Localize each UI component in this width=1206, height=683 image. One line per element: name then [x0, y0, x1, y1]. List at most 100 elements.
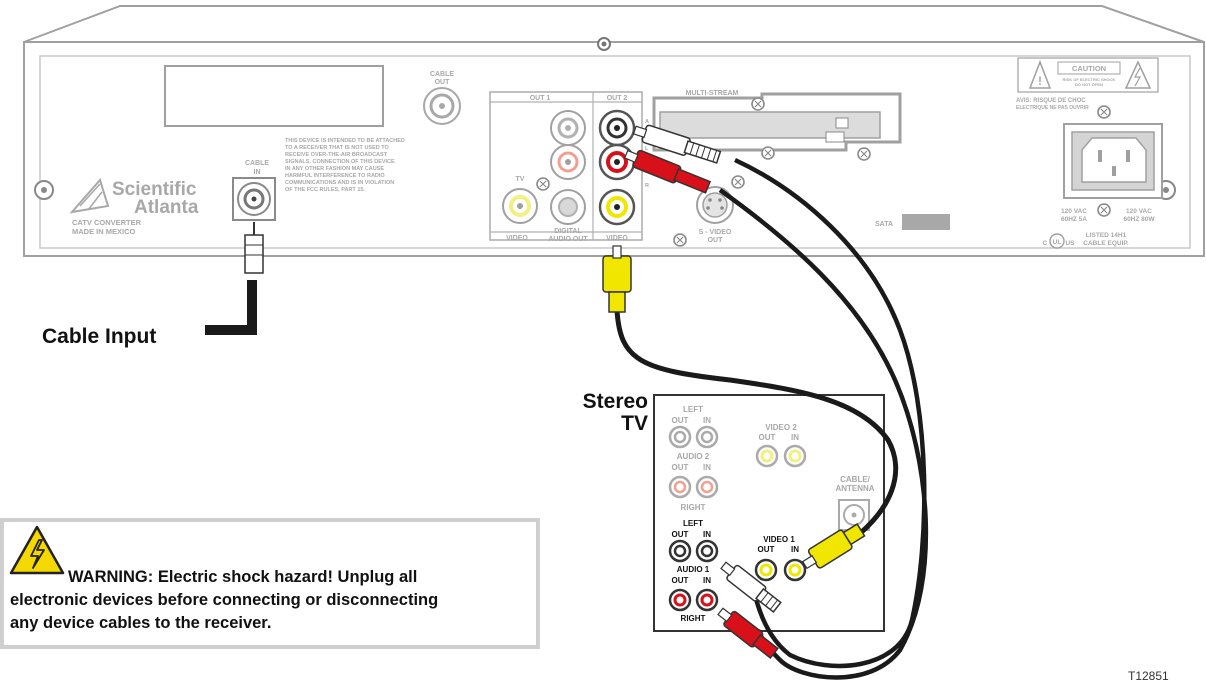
audio2-in-label: IN	[703, 416, 711, 425]
cable-out-label: CABLE	[430, 71, 454, 78]
power-inlet[interactable]	[1063, 123, 1163, 199]
scientific-atlanta-logo: Scientific Atlanta	[69, 177, 199, 218]
video1-label: VIDEO 1	[763, 535, 795, 544]
fcc-notice-line: COMMUNICATIONS AND IS IN VIOLATION	[285, 180, 394, 186]
out1-audio-left-jack[interactable]	[550, 110, 586, 146]
sata-label: SATA	[875, 221, 893, 228]
receiver-back-panel: Scientific Atlanta CATV CONVERTER MADE I…	[23, 5, 1205, 257]
warning-box: WARNING: Electric shock hazard! Unplug a…	[0, 518, 540, 649]
vac2-label-2: 60HZ 80W	[1123, 216, 1155, 223]
display-window	[164, 65, 384, 127]
audio1-label: AUDIO 1	[677, 565, 710, 574]
video2-out-jack[interactable]	[755, 444, 779, 468]
vac2-label: 120 VAC	[1126, 208, 1152, 215]
caution-label: ! CAUTION RISK OF ELECTRIC SHOCK DO NOT …	[1017, 57, 1159, 93]
video1-in-jack[interactable]	[783, 558, 807, 582]
vac1-label: 120 VAC	[1061, 208, 1087, 215]
multi-stream-port[interactable]	[652, 92, 902, 152]
out2-audio-right-jack[interactable]	[598, 143, 636, 181]
audio2-right-in-jack[interactable]	[695, 475, 719, 499]
cable-in-label: CABLE	[245, 160, 269, 167]
audio1-left-in-jack[interactable]	[695, 539, 719, 563]
svg-text:!: !	[1038, 74, 1042, 88]
out2-audio-left-jack[interactable]	[598, 109, 636, 147]
cable-out-connector[interactable]	[423, 87, 461, 125]
ul-us-mark: US	[1065, 240, 1075, 247]
caution-sub2: DO NOT OPEN	[1075, 82, 1103, 87]
mount-screw-top	[597, 37, 611, 51]
audio2-left-label: LEFT	[683, 405, 703, 414]
fcc-notice-line: HARMFUL INTERFERENCE TO RADIO	[285, 173, 385, 179]
multi-stream-screw-3	[761, 146, 775, 160]
audio1-right-in-jack[interactable]	[695, 588, 719, 612]
electric-shock-warning-icon	[9, 525, 65, 575]
multi-stream-screw-2	[857, 147, 871, 161]
audio2-right-out-label: OUT	[672, 463, 689, 472]
video1-in-label: IN	[791, 545, 799, 554]
video2-in-label: IN	[791, 433, 799, 442]
video-out2-label: VIDEO	[606, 235, 628, 242]
audio2-left-in-jack[interactable]	[695, 425, 719, 449]
power-screw-bottom	[1097, 203, 1111, 217]
audio2-right-out-jack[interactable]	[668, 475, 692, 499]
warning-line3: any device cables to the receiver.	[10, 614, 272, 632]
cable-input-callout: Cable Input	[42, 325, 156, 348]
cable-in-label-2: IN	[254, 169, 261, 176]
out2-r-label: R	[645, 183, 649, 189]
out2-label: OUT 2	[607, 95, 628, 102]
audio2-left-out-jack[interactable]	[668, 425, 692, 449]
warning-text: WARNING: Electric shock hazard! Unplug a…	[10, 566, 540, 635]
svideo-screw	[673, 233, 687, 247]
audio1-right-out-jack[interactable]	[668, 588, 692, 612]
video2-in-jack[interactable]	[783, 444, 807, 468]
video-cable	[602, 245, 899, 570]
mount-screw-left	[34, 180, 54, 200]
cable-in-connector[interactable]	[232, 177, 276, 221]
audio1-left-out-jack[interactable]	[668, 539, 692, 563]
out1-audio-right-jack[interactable]	[550, 144, 586, 180]
stereo-tv-callout-2: TV	[621, 412, 648, 435]
catv-converter-label: CATV CONVERTER	[72, 218, 142, 227]
multi-stream-screw-1	[751, 97, 765, 111]
fcc-notice-line: RECEIVE OVER-THE-AIR BROADCAST	[285, 152, 388, 158]
video-out1-label: VIDEO	[506, 235, 528, 242]
fcc-notice: THIS DEVICE IS INTENDED TO BE ATTACHED T…	[285, 138, 405, 193]
brand-name-line1: Scientific	[112, 179, 197, 200]
warning-line2: electronic devices before connecting or …	[10, 591, 439, 609]
svideo-label: S - VIDEO	[699, 229, 732, 236]
listed-label: LISTED 14H1	[1086, 232, 1127, 239]
multi-stream-label: MULTI-STREAM	[686, 90, 739, 97]
made-in-mexico-label: MADE IN MEXICO	[72, 227, 136, 236]
audio-cable-white	[632, 124, 927, 669]
audio-cable-red	[623, 149, 929, 680]
video2-out-label: OUT	[759, 433, 776, 442]
ul-c-mark: C	[1043, 240, 1048, 247]
out2-video-jack[interactable]	[598, 188, 636, 226]
cable-antenna-label-2: ANTENNA	[835, 484, 874, 493]
digital-audio-out-jack[interactable]	[550, 189, 586, 225]
caution-sub1: RISK OF ELECTRIC SHOCK	[1063, 77, 1116, 82]
digital-audio-label: DIGITAL	[554, 228, 582, 235]
figure-id: T12851	[1128, 669, 1169, 683]
digital-audio-label-2: AUDIO OUT	[548, 236, 588, 243]
video1-out-label: OUT	[758, 545, 775, 554]
caution-title: CAUTION	[1072, 64, 1106, 73]
audio1-left-label: LEFT	[683, 519, 703, 528]
vac1-label-2: 60HZ 5A	[1061, 216, 1087, 223]
video2-label: VIDEO 2	[765, 423, 797, 432]
audio1-right-out-label: OUT	[672, 576, 689, 585]
brand-name-line2: Atlanta	[134, 197, 199, 218]
out1-tv-video-jack[interactable]	[502, 188, 538, 224]
svideo-side-screw	[731, 175, 745, 189]
avis-label-2: ELECTRIQUE NE PAS OUVRIR	[1016, 105, 1089, 111]
svideo-out-connector[interactable]	[696, 186, 734, 224]
out1-screw	[536, 177, 550, 191]
stereo-tv-callout: Stereo	[583, 390, 648, 413]
warning-line1: WARNING: Electric shock hazard! Unplug a…	[68, 568, 418, 586]
out2-l-label: L	[645, 146, 649, 152]
sata-port[interactable]	[902, 214, 950, 230]
video1-out-jack[interactable]	[754, 558, 778, 582]
tv-label: TV	[516, 176, 525, 183]
fcc-notice-line: IN ANY OTHER FASHION MAY CAUSE	[285, 166, 384, 172]
